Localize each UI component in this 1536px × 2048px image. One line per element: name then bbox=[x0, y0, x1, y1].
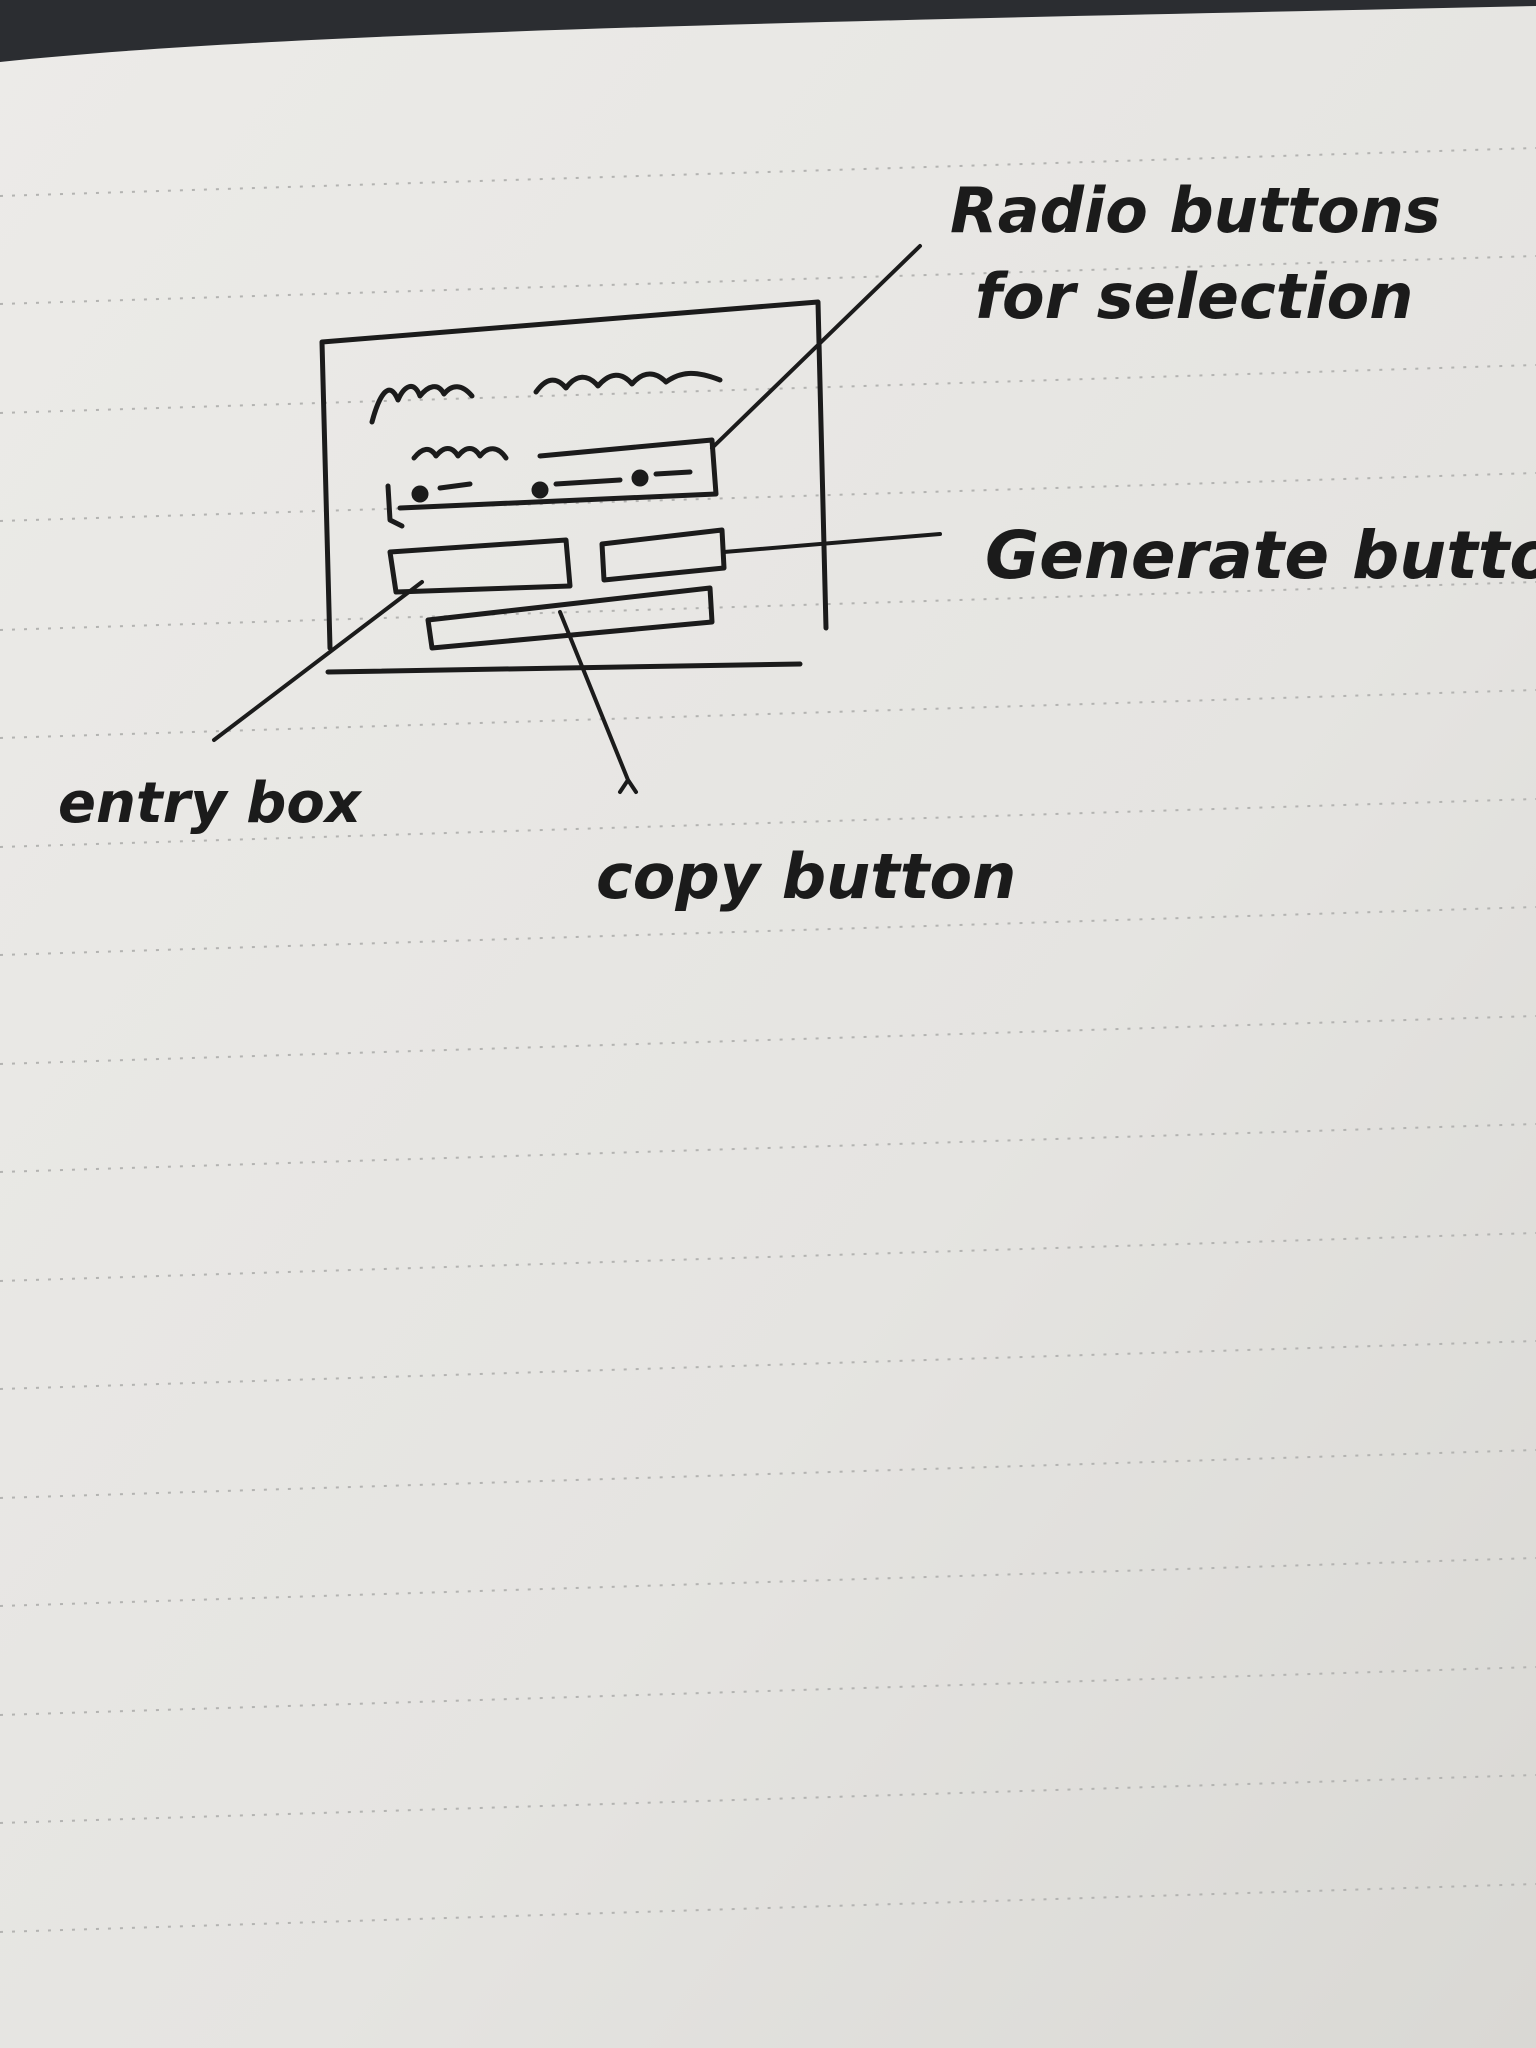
annotation-copy: copy button bbox=[596, 840, 1016, 913]
wireframe-sketch bbox=[212, 244, 942, 794]
annotation-entry: entry box bbox=[58, 771, 363, 836]
entry-leader-line bbox=[212, 580, 424, 742]
ruled-line bbox=[0, 1883, 1536, 1933]
annotation-radio-line1: Radio buttons bbox=[950, 174, 1441, 247]
ruled-line bbox=[0, 1232, 1536, 1282]
radio-dot-3[interactable] bbox=[631, 469, 649, 487]
ruled-line bbox=[0, 1449, 1536, 1499]
radio-label-2 bbox=[553, 477, 623, 487]
notebook-page bbox=[0, 6, 1536, 2048]
radio-leader-line bbox=[710, 244, 922, 450]
annotation-radio-line2: for selection bbox=[975, 260, 1413, 333]
ruled-line bbox=[0, 1557, 1536, 1607]
radio-dot-1[interactable] bbox=[411, 485, 429, 503]
ruled-line bbox=[0, 1340, 1536, 1390]
generate-button[interactable] bbox=[599, 527, 727, 583]
ruled-line bbox=[0, 689, 1536, 739]
ruled-line bbox=[0, 906, 1536, 956]
ruled-line bbox=[0, 472, 1536, 522]
window-frame bbox=[319, 299, 829, 651]
radio-panel-frame bbox=[385, 437, 719, 529]
radio-label-3 bbox=[653, 469, 693, 477]
ruled-line bbox=[0, 581, 1536, 631]
squiggle-title-right bbox=[533, 371, 723, 395]
radio-panel-label-squiggle bbox=[411, 446, 509, 461]
copy-button[interactable] bbox=[425, 585, 715, 651]
generate-leader-line bbox=[722, 532, 942, 554]
ruled-line bbox=[0, 798, 1536, 848]
annotation-generate: Generate button bbox=[985, 517, 1536, 594]
squiggle-title-left bbox=[369, 384, 475, 425]
ruled-line bbox=[0, 1123, 1536, 1173]
ruled-line bbox=[0, 147, 1536, 197]
ruled-line bbox=[0, 364, 1536, 414]
ruled-lines bbox=[0, 147, 1536, 1933]
ruled-line bbox=[0, 1666, 1536, 1716]
entry-box[interactable] bbox=[387, 537, 573, 595]
radio-label-1 bbox=[437, 481, 473, 491]
radio-dot-2[interactable] bbox=[531, 481, 549, 499]
copy-leader-line bbox=[558, 610, 638, 794]
ruled-line bbox=[0, 1774, 1536, 1824]
ruled-line bbox=[0, 255, 1536, 305]
window-bottom-line bbox=[325, 661, 803, 675]
ruled-line bbox=[0, 1015, 1536, 1065]
